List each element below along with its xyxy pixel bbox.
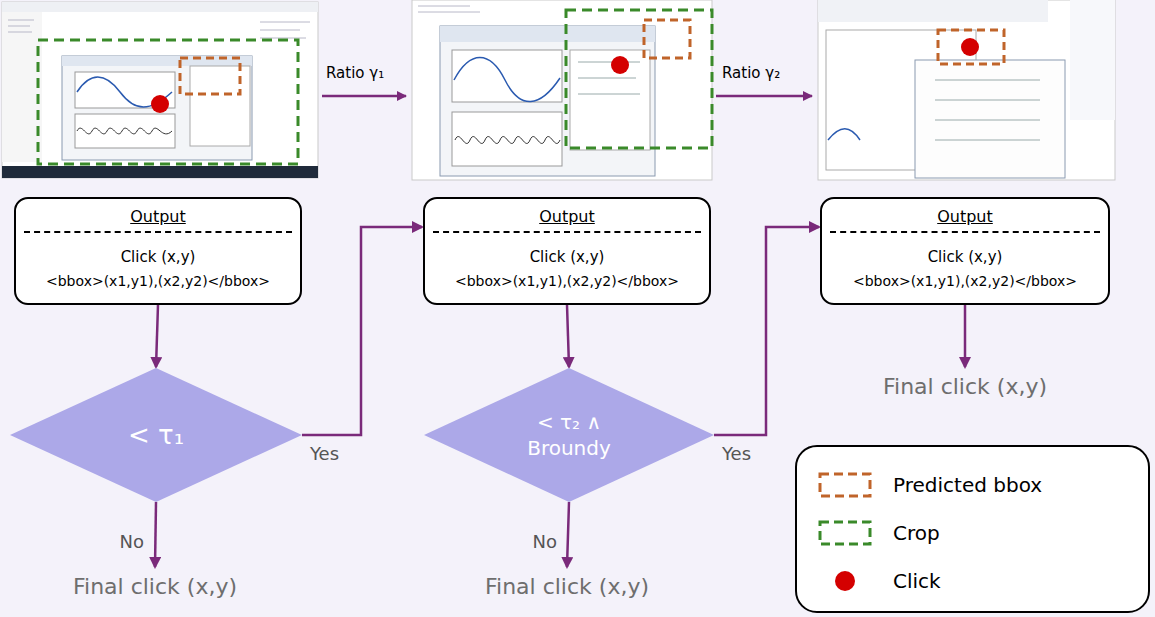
edge-label: No <box>533 531 557 552</box>
swatch-shape <box>820 474 870 496</box>
legend-row: Predicted bbox <box>817 461 1128 509</box>
ratio-arrow <box>716 95 812 98</box>
legend-text: Predicted bbox <box>893 473 1042 497</box>
flow-connector <box>567 305 569 367</box>
box-heading: Output <box>937 205 993 229</box>
diamond-shape <box>424 368 714 502</box>
screenshot-crop-1 <box>412 0 712 180</box>
flow-connector <box>964 305 967 367</box>
decision-diamond: < τ₂ ∧ Broundy <box>424 368 714 502</box>
edge-label: Yes <box>722 443 751 464</box>
output-line: <bbox>(x1,y1),(x2,y2)</bbox> <box>455 269 679 293</box>
decision-diamond: < τ₁ <box>10 368 302 502</box>
ratio-label: Ratio γ₂ <box>722 64 780 82</box>
flow-connector <box>567 502 569 567</box>
final-click-text: Final click (x,y) <box>883 374 1047 399</box>
dash-dot-separator <box>24 231 292 241</box>
condition-text: < τ₂ ∧ Broundy <box>509 409 629 461</box>
legend-row: Crop <box>817 509 1128 557</box>
output-box: OutputClick (x,y)<bbox>(x1,y1),(x2,y2)</… <box>820 197 1110 305</box>
legend-swatch <box>817 470 873 500</box>
legend-box: Predicted bboxCropClick <box>795 445 1150 613</box>
legend-text: Crop <box>893 521 940 545</box>
flow-connector <box>302 227 422 435</box>
screenshot-crop-2 <box>818 0 1115 180</box>
legend-text: Click <box>893 569 941 593</box>
output-box: OutputClick (x,y)<bbox>(x1,y1),(x2,y2)</… <box>14 197 302 305</box>
dash-dot-separator <box>433 231 701 241</box>
screenshot-full <box>2 2 318 178</box>
output-line: <bbox>(x1,y1),(x2,y2)</bbox> <box>46 269 270 293</box>
final-click-node: Final click (x,y) <box>860 368 1070 404</box>
swatch-shape <box>820 522 870 544</box>
flow-connector <box>155 502 156 567</box>
legend-row: Click <box>817 557 1128 605</box>
ratio-arrow <box>322 95 406 98</box>
ratio-label: Ratio γ₁ <box>326 64 384 82</box>
output-line: <bbox>(x1,y1),(x2,y2)</bbox> <box>853 269 1077 293</box>
box-heading: Output <box>130 205 186 229</box>
legend-swatch <box>817 518 873 548</box>
final-click-node: Final click (x,y) <box>50 568 260 604</box>
box-heading: Output <box>539 205 595 229</box>
final-click-text: Final click (x,y) <box>485 574 649 599</box>
condition-text: < τ₁ <box>128 420 184 450</box>
swatch-shape <box>835 571 855 591</box>
flow-connector <box>714 227 819 435</box>
final-click-text: Final click (x,y) <box>73 574 237 599</box>
output-line: Click (x,y) <box>928 245 1003 269</box>
output-line: Click (x,y) <box>121 245 196 269</box>
diamond-outline <box>10 368 302 502</box>
legend-swatch <box>817 566 873 596</box>
dash-dot-separator <box>830 231 1100 241</box>
output-box: OutputClick (x,y)<bbox>(x1,y1),(x2,y2)</… <box>423 197 711 305</box>
final-click-node: Final click (x,y) <box>462 568 672 604</box>
edge-label: Yes <box>310 443 339 464</box>
diamond-outline <box>424 368 714 502</box>
edge-label: No <box>120 531 144 552</box>
output-line: Click (x,y) <box>530 245 605 269</box>
flow-connector <box>156 305 158 367</box>
